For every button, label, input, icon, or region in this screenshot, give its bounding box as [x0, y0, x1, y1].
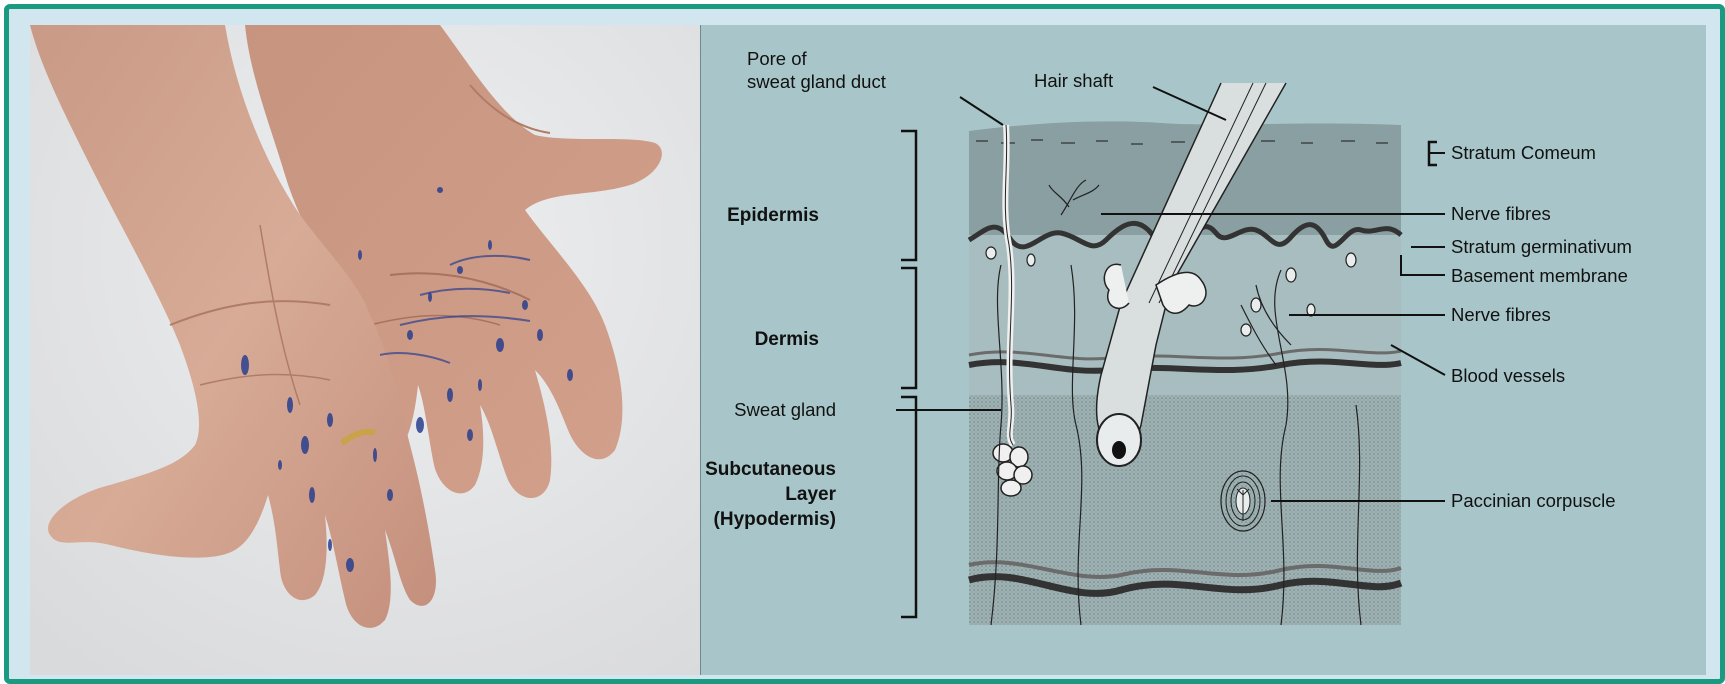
label-basement-membrane: Basement membrane	[1451, 265, 1628, 286]
skin-diagram: Epidermis Dermis Subcutaneous Layer (Hyp…	[700, 25, 1706, 675]
hands-photo	[30, 25, 700, 675]
label-epidermis: Epidermis	[727, 205, 819, 226]
figure-frame: Epidermis Dermis Subcutaneous Layer (Hyp…	[4, 4, 1725, 684]
label-subcutaneous-3: (Hypodermis)	[714, 509, 836, 530]
label-blood-vessels: Blood vessels	[1451, 365, 1565, 386]
label-nerve-fibres-upper: Nerve fibres	[1451, 203, 1551, 224]
label-dermis: Dermis	[755, 329, 819, 350]
hands-photo-illustration	[30, 25, 700, 675]
label-subcutaneous-2: Layer	[785, 484, 836, 505]
label-sweat-gland: Sweat gland	[734, 399, 836, 420]
label-paccinian-corpuscle: Paccinian corpuscle	[1451, 490, 1616, 511]
tissue-block	[969, 83, 1401, 625]
skin-cross-section: Epidermis Dermis Subcutaneous Layer (Hyp…	[701, 25, 1706, 675]
label-stratum-germinativum: Stratum germinativum	[1451, 236, 1632, 257]
label-hair-shaft: Hair shaft	[1034, 70, 1113, 91]
label-pore-2: sweat gland duct	[747, 71, 886, 92]
label-pore-1: Pore of	[747, 48, 808, 69]
label-stratum-corneum: Stratum Comeum	[1451, 142, 1596, 163]
label-subcutaneous-1: Subcutaneous	[705, 459, 836, 480]
label-nerve-fibres-lower: Nerve fibres	[1451, 304, 1551, 325]
